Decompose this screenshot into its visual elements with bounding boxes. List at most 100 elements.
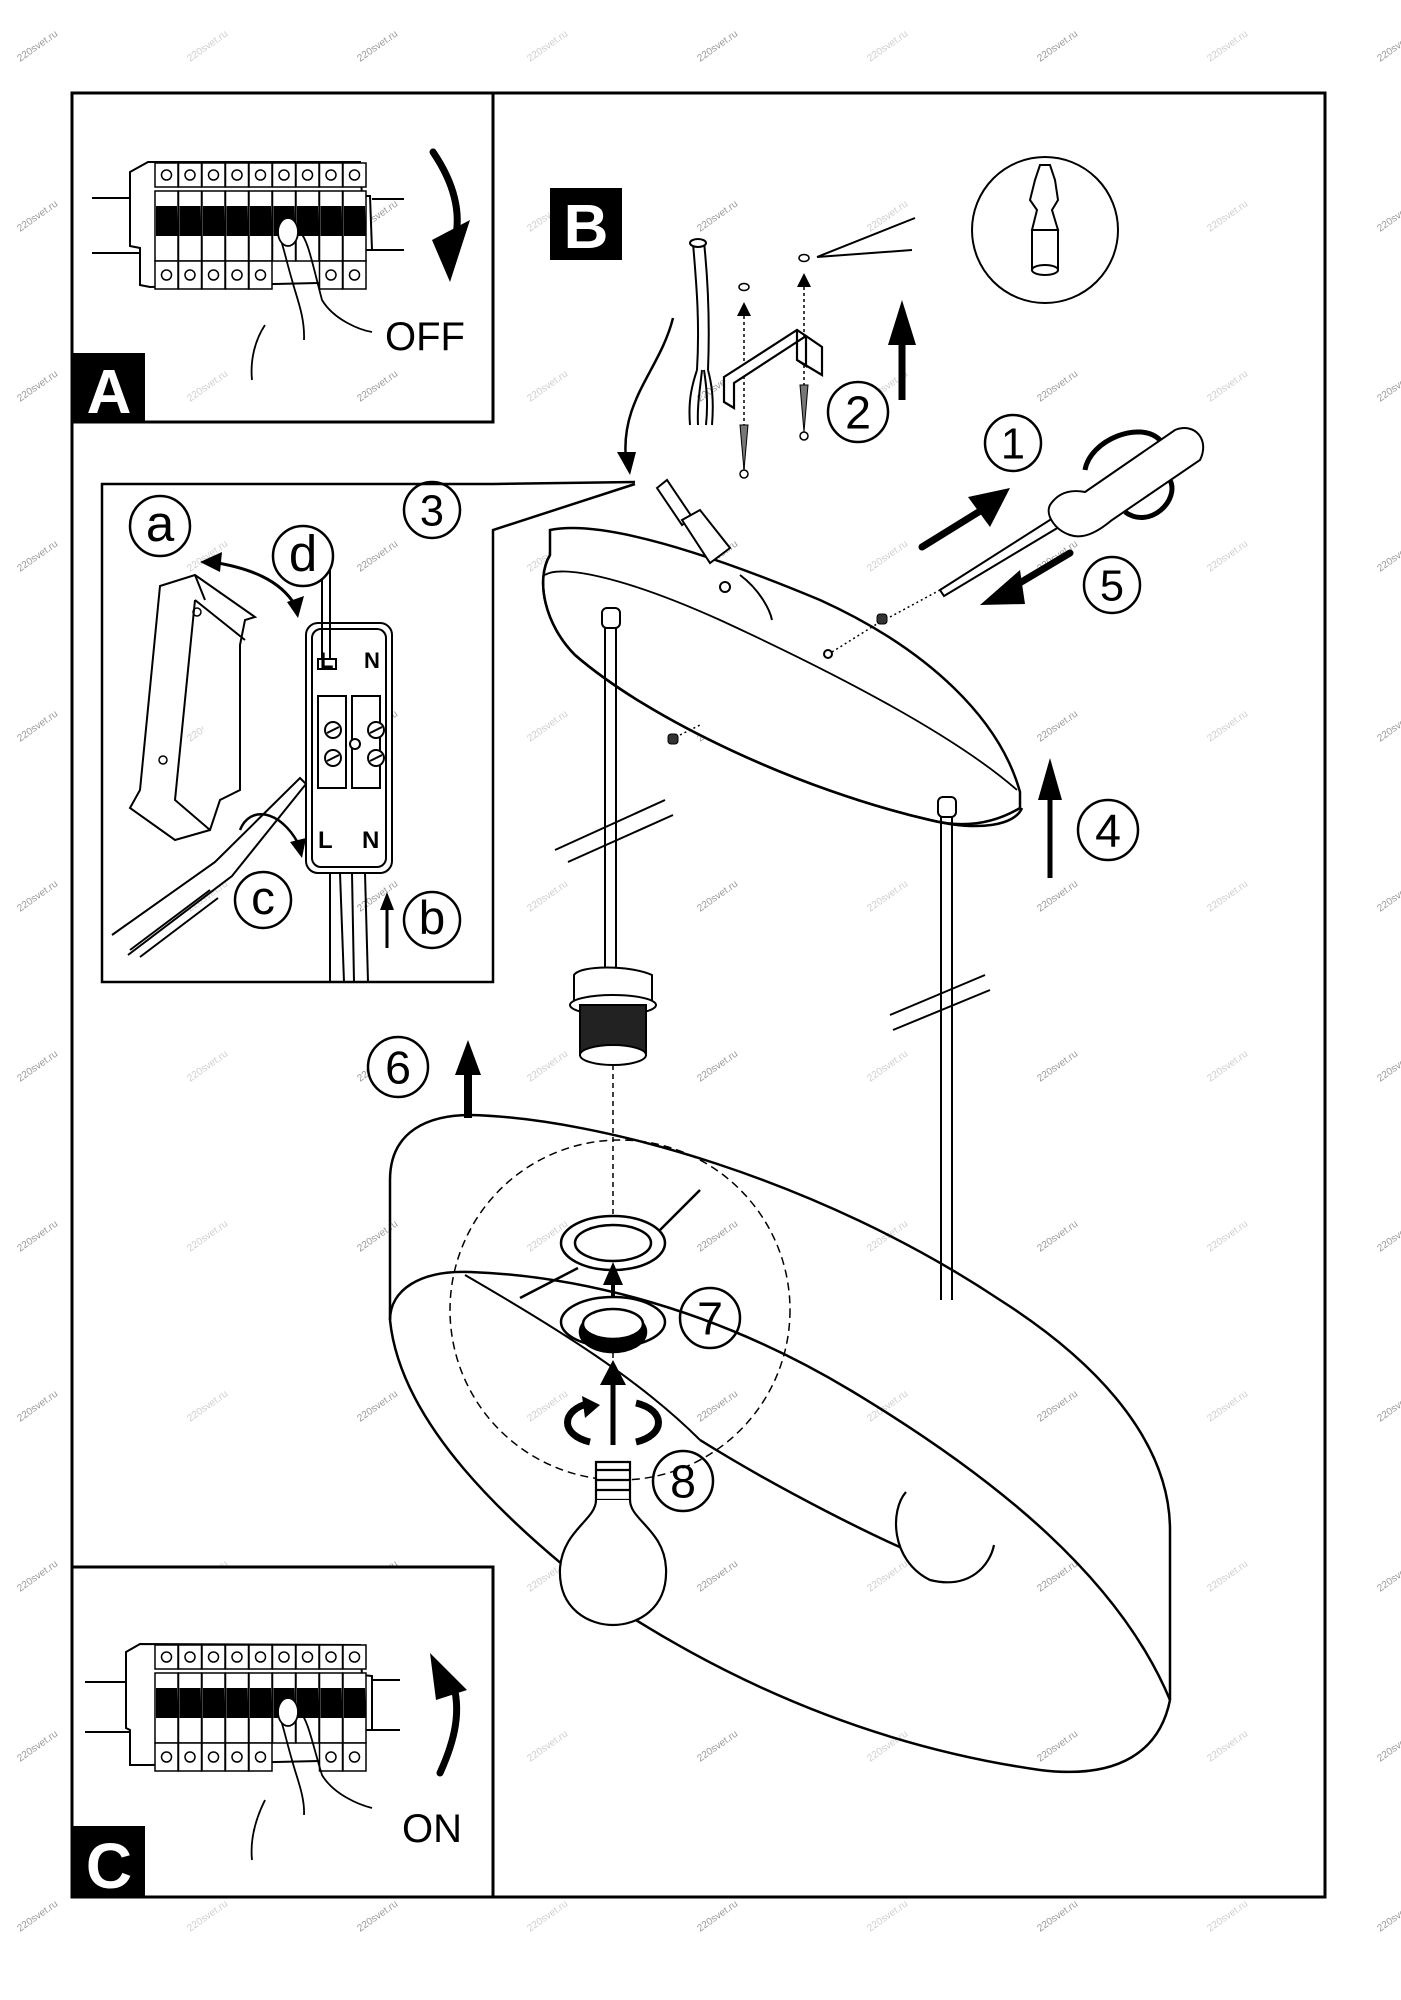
arrow-up-head-icon: [600, 1360, 626, 1385]
terminal-screw-icon: [254, 1651, 267, 1663]
watermark-text: 220svet.ru: [1375, 1389, 1401, 1425]
watermark-text: 220svet.ru: [355, 1219, 400, 1255]
watermark-text: 220svet.ru: [525, 1729, 570, 1765]
watermark-text: 220svet.ru: [525, 709, 570, 745]
terminal-screw-icon: [301, 1651, 314, 1663]
substep-marker-a: a: [128, 494, 192, 558]
light-bulb: [894, 1491, 996, 1584]
terminal-screw-icon: [184, 1751, 196, 1763]
watermark-text: 220svet.ru: [1205, 1899, 1250, 1935]
terminal-screw-icon: [254, 1751, 267, 1763]
step-marker-2: 2: [826, 380, 890, 444]
step-marker-4: 4: [1076, 798, 1140, 862]
watermark-text: 220svet.ru: [1035, 1729, 1080, 1765]
screwdriver-icon: [111, 776, 308, 958]
watermark-text: 220svet.ru: [15, 369, 60, 405]
substep-letter: d: [289, 525, 317, 582]
substep-marker-d: d: [271, 524, 335, 588]
step-number: 8: [670, 1456, 696, 1508]
breaker-lever: [344, 206, 367, 236]
watermark-text: 220svet.ru: [355, 29, 400, 65]
detail-3-frame: [100, 480, 636, 984]
terminal-screw-icon: [207, 269, 220, 281]
terminal-screw-icon: [325, 1751, 337, 1763]
substep-circle: [271, 524, 335, 588]
panel-a-off-label: OFF: [385, 315, 465, 359]
watermark-text: 220svet.ru: [865, 1899, 910, 1935]
breaker-lever: [344, 1688, 367, 1718]
terminal-screw-icon: [231, 1651, 243, 1663]
terminal-screw-icon: [348, 1751, 361, 1763]
watermark-text: 220svet.ru: [355, 1899, 400, 1935]
watermark-text: 220svet.ru: [1035, 1049, 1080, 1085]
substep-circle: [233, 870, 293, 930]
step-marker-8: 8: [651, 1449, 715, 1513]
screw: [799, 384, 809, 441]
watermark-text: 220svet.ru: [1205, 1389, 1250, 1425]
watermark-text: 220svet.ru: [695, 1049, 740, 1085]
watermark-text: 220svet.ru: [525, 1049, 570, 1085]
panel-c-letter: C: [86, 1830, 132, 1902]
breaker-panel-c: [85, 1642, 400, 1861]
watermark-text: 220svet.ru: [185, 1389, 230, 1425]
watermark-text: 220svet.ru: [1035, 709, 1080, 745]
substep-circle: [402, 890, 462, 950]
watermark-text: 220svet.ru: [1375, 879, 1401, 915]
cable-gland: [655, 478, 773, 621]
watermark-text: 220svet.ru: [1035, 879, 1080, 915]
terminal-screw-icon: [231, 169, 243, 181]
step-number: 1: [1001, 420, 1025, 468]
terminal-screw-icon: [325, 269, 337, 281]
watermark-text: 220svet.ru: [695, 1389, 740, 1425]
arrowhead-icon: [290, 838, 306, 858]
terminal-screw-icon: [231, 269, 243, 281]
watermark-text: 220svet.ru: [525, 1389, 570, 1425]
substep-marker-b: b: [402, 890, 462, 950]
wall-plug-icon: [1028, 164, 1060, 276]
panel-a-frame: [70, 91, 495, 424]
arrowhead-icon: [287, 596, 304, 618]
step-marker-5: 5: [1082, 555, 1142, 615]
breaker-lever: [179, 1688, 202, 1718]
terminal-top-N: N: [364, 648, 380, 673]
zoom-callout: [816, 217, 916, 258]
watermark-text: 220svet.ru: [695, 1559, 740, 1595]
locking-ring: [559, 1295, 667, 1354]
arrowhead-icon: [200, 552, 222, 572]
terminal-screw-icon: [207, 1651, 220, 1663]
step-marker-6: 6: [366, 1035, 430, 1099]
breaker-lever: [320, 1688, 343, 1718]
watermark-text: 220svet.ru: [695, 879, 740, 915]
watermark-text: 220svet.ru: [1205, 369, 1250, 405]
loosen-arrow-head-icon: [980, 570, 1025, 605]
tighten-arrow-icon: [918, 504, 989, 551]
terminal-screw-icon: [325, 169, 337, 181]
watermark-text: 220svet.ru: [695, 1729, 740, 1765]
terminal-screw-icon: [278, 169, 290, 181]
watermark-text: 220svet.ru: [865, 1559, 910, 1595]
panel-c-on-label: ON: [402, 1807, 462, 1851]
watermark-text: 220svet.ru: [355, 1389, 400, 1425]
terminal-bottom-N: N: [362, 827, 379, 854]
watermark-text: 220svet.ru: [1375, 539, 1401, 575]
step-circle: [1082, 555, 1142, 615]
canopy: [541, 526, 1024, 828]
arrow-up-on-head-icon: [430, 1653, 467, 1700]
watermark-text: 220svet.ru: [1375, 1729, 1401, 1765]
watermark-text: 220svet.ru: [1035, 369, 1080, 405]
terminal-screw-icon: [207, 1751, 220, 1763]
watermark-text: 220svet.ru: [1205, 1219, 1250, 1255]
watermark-text: 220svet.ru: [1375, 199, 1401, 235]
step-number: 6: [385, 1042, 411, 1094]
lamp-shade: [388, 1113, 1172, 1774]
step-marker-7: 7: [678, 1286, 742, 1350]
cable-route-arrowhead-icon: [617, 452, 636, 475]
watermark-text: 220svet.ru: [865, 539, 910, 575]
watermark-text: 220svet.ru: [865, 29, 910, 65]
watermark-text: 220svet.ru: [1375, 1559, 1401, 1595]
watermark-text: 220svet.ru: [525, 1899, 570, 1935]
watermark-text: 220svet.ru: [1205, 199, 1250, 235]
screw: [739, 424, 749, 479]
watermark-text: 220svet.ru: [1375, 1049, 1401, 1085]
watermark-text: 220svet.ru: [1375, 709, 1401, 745]
